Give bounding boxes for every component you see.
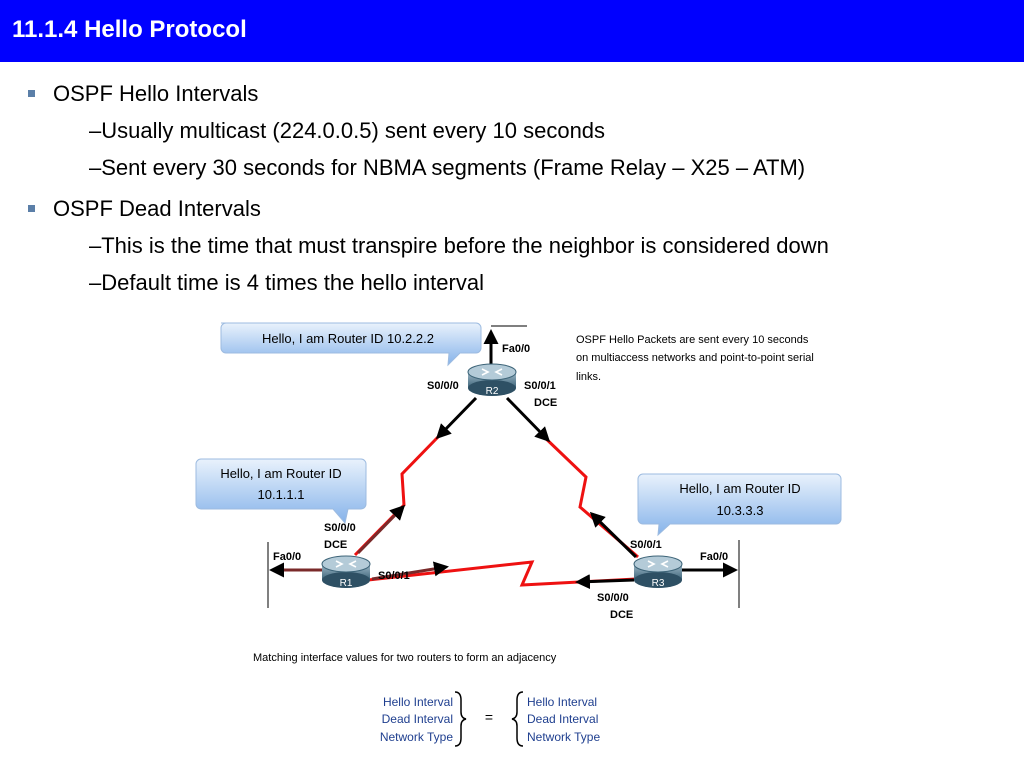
title-bar: 11.1.4 Hello Protocol: [0, 0, 1024, 62]
callout-r2: Hello, I am Router ID 10.2.2.2: [220, 322, 482, 367]
note-line-1: OSPF Hello Packets are sent every 10 sec…: [576, 334, 809, 346]
sub-bullet-multicast: –Usually multicast (224.0.0.5) sent ever…: [89, 118, 606, 143]
equals-sign: =: [485, 709, 493, 725]
label-r3-fa0: Fa0/0: [700, 551, 728, 563]
callout-r1: Hello, I am Router ID 10.1.1.1: [195, 458, 367, 525]
callout-r3-line1: Hello, I am Router ID: [679, 481, 800, 496]
sub-bullet-transpire: –This is the time that must transpire be…: [89, 233, 829, 258]
label-r3-s000: S0/0/0: [597, 592, 629, 604]
bullet-hello-intervals: OSPF Hello Intervals: [53, 81, 259, 106]
hello-arrow-r2-to-r1: [435, 396, 478, 440]
bullet-dead-intervals: OSPF Dead Intervals: [53, 196, 261, 221]
hello-note: OSPF Hello Packets are sent every 10 sec…: [576, 334, 814, 383]
right-hello-interval: Hello Interval: [527, 695, 597, 709]
label-r3-s001: S0/0/1: [630, 539, 662, 551]
serial-links: [353, 431, 639, 587]
label-r1-s001: S0/0/1: [378, 570, 410, 582]
callout-r1-line2: 10.1.1.1: [258, 487, 305, 502]
hello-arrow-r1-to-r3: [371, 561, 449, 581]
right-network-type: Network Type: [527, 730, 600, 744]
hello-arrow-r3-to-r2: [589, 511, 638, 559]
router-r2: R2: [467, 363, 517, 397]
matching-caption: Matching interface values for two router…: [253, 652, 557, 664]
callout-r3: Hello, I am Router ID 10.3.3.3: [637, 473, 842, 537]
label-r2-s001: S0/0/1: [524, 380, 556, 392]
sub-bullet-default-time: –Default time is 4 times the hello inter…: [89, 270, 484, 295]
label-r2-fa0: Fa0/0: [502, 343, 530, 355]
router-symbol-icon: [647, 560, 669, 568]
interface-labels: Fa0/0 S0/0/0 S0/0/1 DCE S0/0/0 DCE Fa0/0…: [273, 343, 728, 621]
router-r3: R3: [633, 555, 683, 589]
serial-link-r2-r3: [538, 431, 639, 559]
hello-arrow-r3-to-r1: [575, 574, 635, 590]
hello-arrow-r1-to-r2: [356, 504, 406, 555]
hello-arrow-r2-to-r3: [505, 396, 551, 443]
left-network-type: Network Type: [380, 730, 453, 744]
note-line-2: on multiaccess networks and point-to-poi…: [576, 352, 814, 364]
router-symbol-icon: [335, 560, 357, 568]
label-r1-s000: S0/0/0: [324, 522, 356, 534]
matching-values: Matching interface values for two router…: [253, 652, 600, 747]
label-r2-dce: DCE: [534, 397, 557, 409]
router-label-r3: R3: [652, 578, 665, 589]
callout-r3-line2: 10.3.3.3: [717, 503, 764, 518]
left-hello-interval: Hello Interval: [383, 695, 453, 709]
ethernet-segments: [267, 325, 740, 608]
note-line-3: links.: [576, 371, 601, 383]
label-r1-dce: DCE: [324, 539, 347, 551]
sub-bullet-nbma: –Sent every 30 seconds for NBMA segments…: [89, 155, 806, 180]
label-r3-dce: DCE: [610, 609, 633, 621]
router-r1: R1: [321, 555, 371, 589]
router-symbol-icon: [481, 368, 503, 376]
left-dead-interval: Dead Interval: [382, 712, 453, 726]
slide-title: 11.1.4 Hello Protocol: [12, 16, 247, 43]
right-dead-interval: Dead Interval: [527, 712, 598, 726]
bullet-marker: [28, 90, 35, 97]
router-label-r1: R1: [340, 578, 353, 589]
hello-arrows: [356, 396, 638, 590]
label-r2-s000: S0/0/0: [427, 380, 459, 392]
right-brace: [511, 691, 524, 747]
left-brace: [454, 691, 467, 747]
callout-r2-text: Hello, I am Router ID 10.2.2.2: [262, 331, 434, 346]
router-label-r2: R2: [486, 386, 499, 397]
label-r1-fa0: Fa0/0: [273, 551, 301, 563]
bullet-marker: [28, 205, 35, 212]
serial-link-r1-r2: [353, 435, 440, 557]
callout-r1-line1: Hello, I am Router ID: [220, 466, 341, 481]
